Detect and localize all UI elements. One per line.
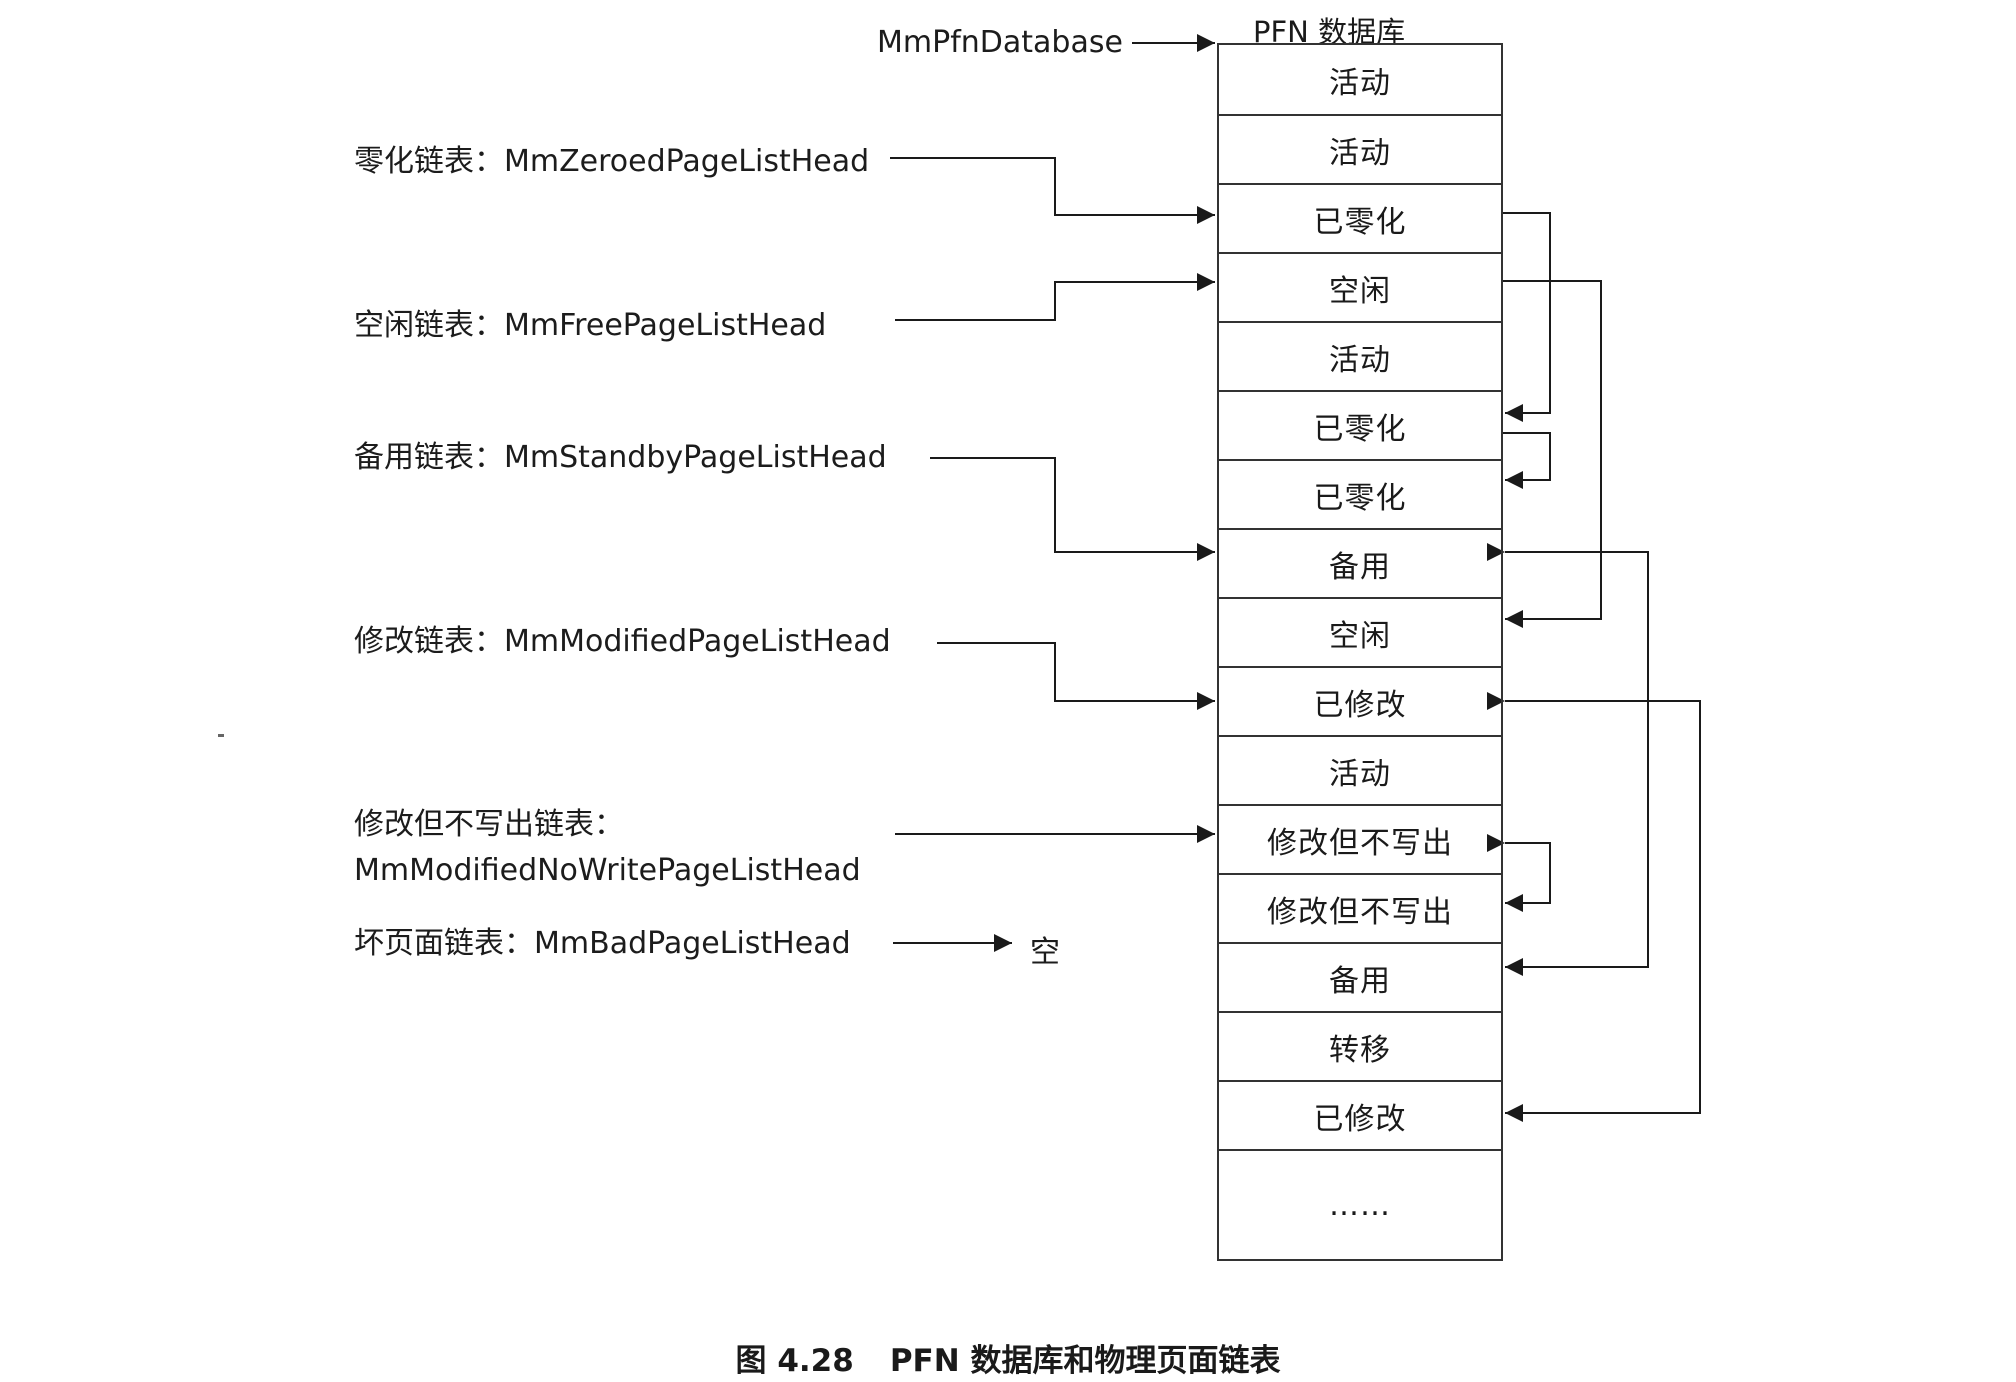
modnowrite-list-label: 修改但不写出链表： bbox=[354, 807, 624, 842]
pfn-cell: 转移 bbox=[1219, 1011, 1501, 1080]
chain-standby bbox=[1487, 543, 1649, 976]
pfn-cell: 活动 bbox=[1219, 735, 1501, 804]
pfn-cell: 已零化 bbox=[1219, 459, 1501, 528]
bad-list-label: 坏页面链表：MmBadPageListHead bbox=[354, 926, 851, 961]
pfn-cell: 已零化 bbox=[1219, 183, 1501, 252]
pfn-cell: 修改但不写出 bbox=[1219, 804, 1501, 873]
pfn-cell: 备用 bbox=[1219, 528, 1501, 597]
figure-title: PFN 数据库和物理页面链表 bbox=[889, 1343, 1281, 1379]
pfn-cell: 已修改 bbox=[1219, 666, 1501, 735]
chain-zeroed-2 bbox=[1503, 432, 1551, 489]
free-list-label: 空闲链表：MmFreePageListHead bbox=[354, 308, 827, 343]
pfn-cell: 已修改 bbox=[1219, 1080, 1501, 1149]
arrow-zeroed-head bbox=[890, 157, 1215, 224]
figure-caption: 图 4.28 PFN 数据库和物理页面链表 bbox=[0, 1335, 2016, 1380]
pfn-cell: 备用 bbox=[1219, 942, 1501, 1011]
figure-number: 图 4.28 bbox=[735, 1343, 854, 1379]
modified-list-label: 修改链表：MmModifiedPageListHead bbox=[354, 624, 891, 659]
pfn-cell: 活动 bbox=[1329, 65, 1391, 101]
modnowrite-list-name: MmModifiedNoWritePageListHead bbox=[354, 853, 861, 888]
arrow-free-head bbox=[895, 273, 1215, 321]
arrow-standby-head bbox=[930, 457, 1215, 561]
chain-free bbox=[1503, 280, 1602, 628]
pfn-database-column: 活动 活动 已零化 空闲 活动 已零化 已零化 备用 空闲 已修改 活动 修改但… bbox=[1217, 43, 1503, 1261]
pfn-cell: 活动 bbox=[1219, 114, 1501, 183]
pfn-cell-ellipsis: …… bbox=[1219, 1149, 1501, 1259]
pfn-cell: 空闲 bbox=[1219, 597, 1501, 666]
pfn-cell: 修改但不写出 bbox=[1219, 873, 1501, 942]
pfn-cell: 已零化 bbox=[1219, 390, 1501, 459]
chain-modified bbox=[1487, 692, 1701, 1122]
pfn-cell: 活动 bbox=[1219, 321, 1501, 390]
stray-mark bbox=[218, 734, 224, 737]
chain-zeroed-1 bbox=[1503, 212, 1551, 422]
pfn-cell: 空闲 bbox=[1219, 252, 1501, 321]
zeroed-list-label: 零化链表：MmZeroedPageListHead bbox=[354, 144, 870, 179]
mmpfndatabase-label: MmPfnDatabase bbox=[877, 25, 1123, 60]
bad-list-target: 空 bbox=[1030, 935, 1060, 970]
arrow-modified-head bbox=[937, 642, 1215, 710]
chain-modnowrite bbox=[1487, 834, 1551, 912]
standby-list-label: 备用链表：MmStandbyPageListHead bbox=[354, 440, 887, 475]
